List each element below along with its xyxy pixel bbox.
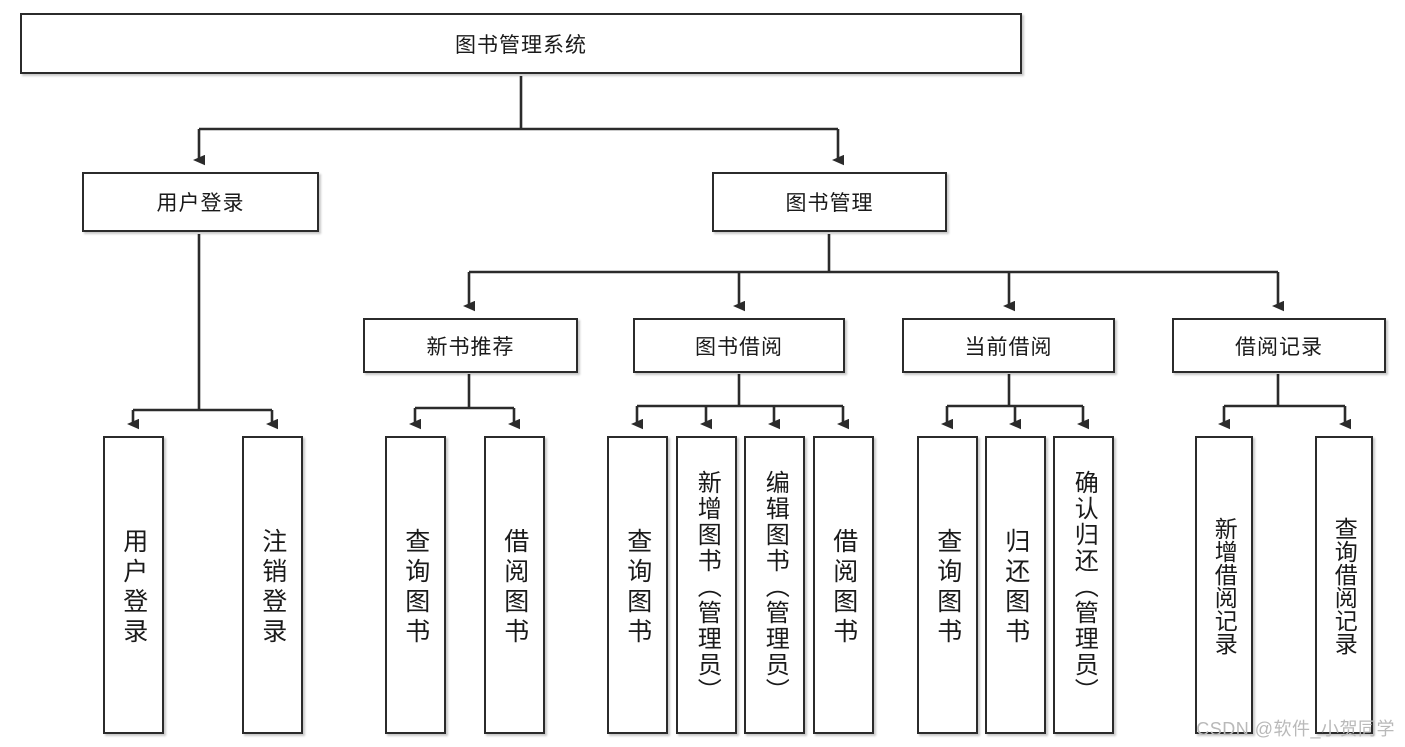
watermark: CSDN @软件_小贺同学 [1196, 719, 1395, 739]
node-label: 查询图书 [933, 528, 962, 648]
node-label: 查询借阅记录 [1331, 517, 1358, 655]
node-label: 新增借阅记录 [1211, 517, 1238, 655]
leaf-current-confirm-return-admin[interactable]: 确认归还（管理员） [1053, 436, 1114, 734]
leaf-borrow-add-book-admin[interactable]: 新增图书（管理员） [676, 436, 737, 734]
node-label: 新书推荐 [426, 335, 515, 359]
node-label: 查询图书 [623, 528, 652, 648]
leaf-new-books-query-book[interactable]: 查询图书 [385, 436, 446, 734]
node-label: 借阅图书 [829, 528, 858, 648]
node-label: 借阅图书 [500, 528, 529, 648]
node-borrow-records[interactable]: 借阅记录 [1172, 318, 1386, 373]
leaf-borrow-borrow-book[interactable]: 借阅图书 [813, 436, 874, 734]
leaf-current-return-book[interactable]: 归还图书 [985, 436, 1046, 734]
leaf-borrow-edit-book-admin[interactable]: 编辑图书（管理员） [744, 436, 805, 734]
node-label: 查询图书 [401, 528, 430, 648]
leaf-records-query-record[interactable]: 查询借阅记录 [1315, 436, 1373, 734]
node-label: 归还图书 [1001, 528, 1030, 648]
node-book-borrow[interactable]: 图书借阅 [633, 318, 845, 373]
node-label: 注销登录 [258, 528, 287, 648]
node-label: 用户登录 [119, 528, 148, 648]
node-root-system[interactable]: 图书管理系统 [20, 13, 1022, 74]
node-new-book-recommend[interactable]: 新书推荐 [363, 318, 578, 373]
leaf-user-login-logout[interactable]: 注销登录 [242, 436, 303, 734]
node-current-borrow[interactable]: 当前借阅 [902, 318, 1115, 373]
node-user-login[interactable]: 用户登录 [82, 172, 319, 232]
leaf-user-login-login[interactable]: 用户登录 [103, 436, 164, 734]
node-label: 图书管理 [785, 192, 874, 215]
node-label: 当前借阅 [964, 335, 1053, 359]
leaf-new-books-borrow-book[interactable]: 借阅图书 [484, 436, 545, 734]
node-label: 图书借阅 [695, 335, 783, 359]
node-label: 编辑图书（管理员） [761, 470, 789, 704]
node-label: 图书管理系统 [455, 33, 587, 57]
leaf-current-query-book[interactable]: 查询图书 [917, 436, 978, 734]
node-label: 借阅记录 [1235, 335, 1323, 359]
node-label: 用户登录 [156, 192, 245, 215]
node-book-management[interactable]: 图书管理 [712, 172, 947, 232]
leaf-records-add-record[interactable]: 新增借阅记录 [1195, 436, 1253, 734]
node-label: 新增图书（管理员） [693, 470, 721, 704]
node-label: 确认归还（管理员） [1070, 470, 1098, 704]
leaf-borrow-query-book[interactable]: 查询图书 [607, 436, 668, 734]
